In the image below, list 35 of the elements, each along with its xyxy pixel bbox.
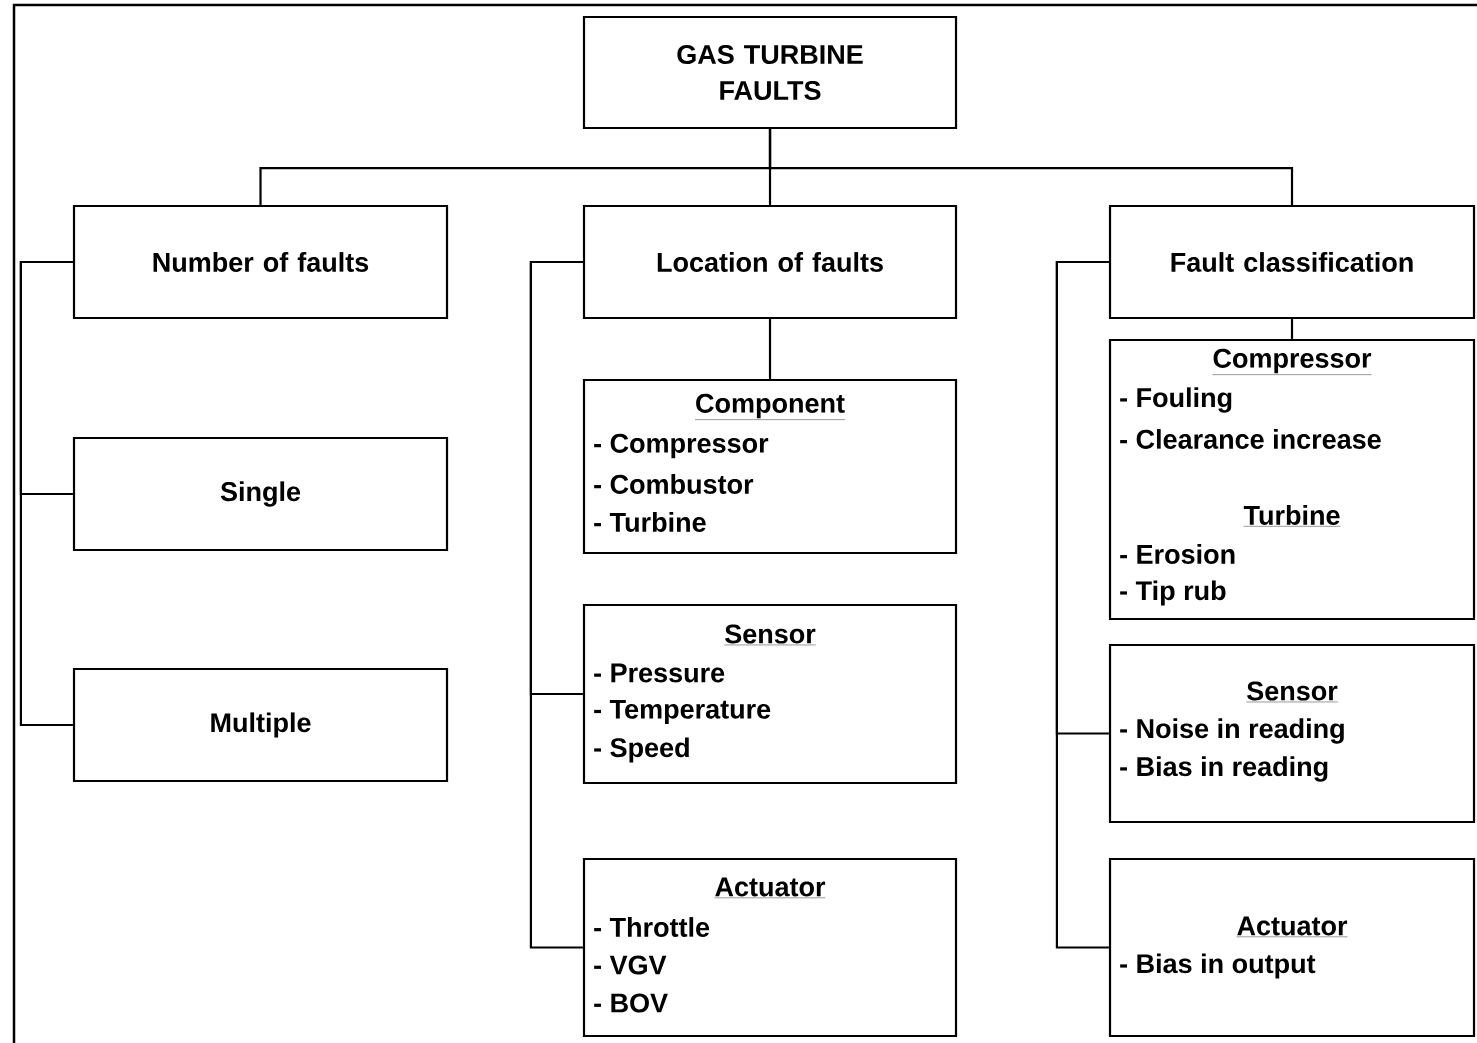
- connector-line: [1290, 319, 1294, 339]
- list-item: - Clearance increase: [1120, 429, 1381, 449]
- heading: Sensor: [1246, 681, 1338, 703]
- category-box: Location of faults: [582, 204, 958, 320]
- list-item: - Temperature: [594, 699, 771, 725]
- connector-line: [19, 260, 73, 727]
- list-item: - Tip rub: [1120, 580, 1226, 606]
- list-item: - VGV: [594, 955, 667, 975]
- category-box: GAS TURBINE FAULTS: [582, 15, 958, 130]
- list-item: - Bias in output: [1120, 953, 1316, 979]
- list-item: - Erosion: [1120, 544, 1235, 564]
- list-item: - Compressor: [594, 433, 769, 459]
- connector-line: [1055, 260, 1109, 949]
- category-box: Number of faults: [72, 204, 449, 320]
- heading: Component: [694, 393, 846, 420]
- category-box: Single: [72, 436, 449, 552]
- list-item: - Fouling: [1120, 387, 1232, 413]
- list-item: - Pressure: [594, 663, 725, 683]
- heading: Actuator: [1236, 916, 1348, 938]
- connector-line: [768, 319, 772, 379]
- list-item: - Speed: [594, 737, 689, 763]
- connector-line: [768, 129, 1294, 205]
- heading: Sensor: [724, 624, 816, 646]
- list-item: - Throttle: [594, 917, 710, 937]
- list-item: - Turbine: [594, 512, 706, 532]
- list-item: - Noise in reading: [1120, 718, 1344, 744]
- heading: Turbine: [1243, 505, 1341, 527]
- list-item: - BOV: [594, 993, 668, 1013]
- heading: Actuator: [714, 877, 826, 899]
- category-box: Fault classification: [1108, 204, 1476, 320]
- list-item: - Bias in reading: [1120, 756, 1328, 782]
- connector-line: [529, 260, 583, 949]
- list-item: - Combustor: [594, 474, 754, 494]
- heading: Compressor: [1212, 348, 1372, 375]
- category-box: Multiple: [72, 667, 449, 783]
